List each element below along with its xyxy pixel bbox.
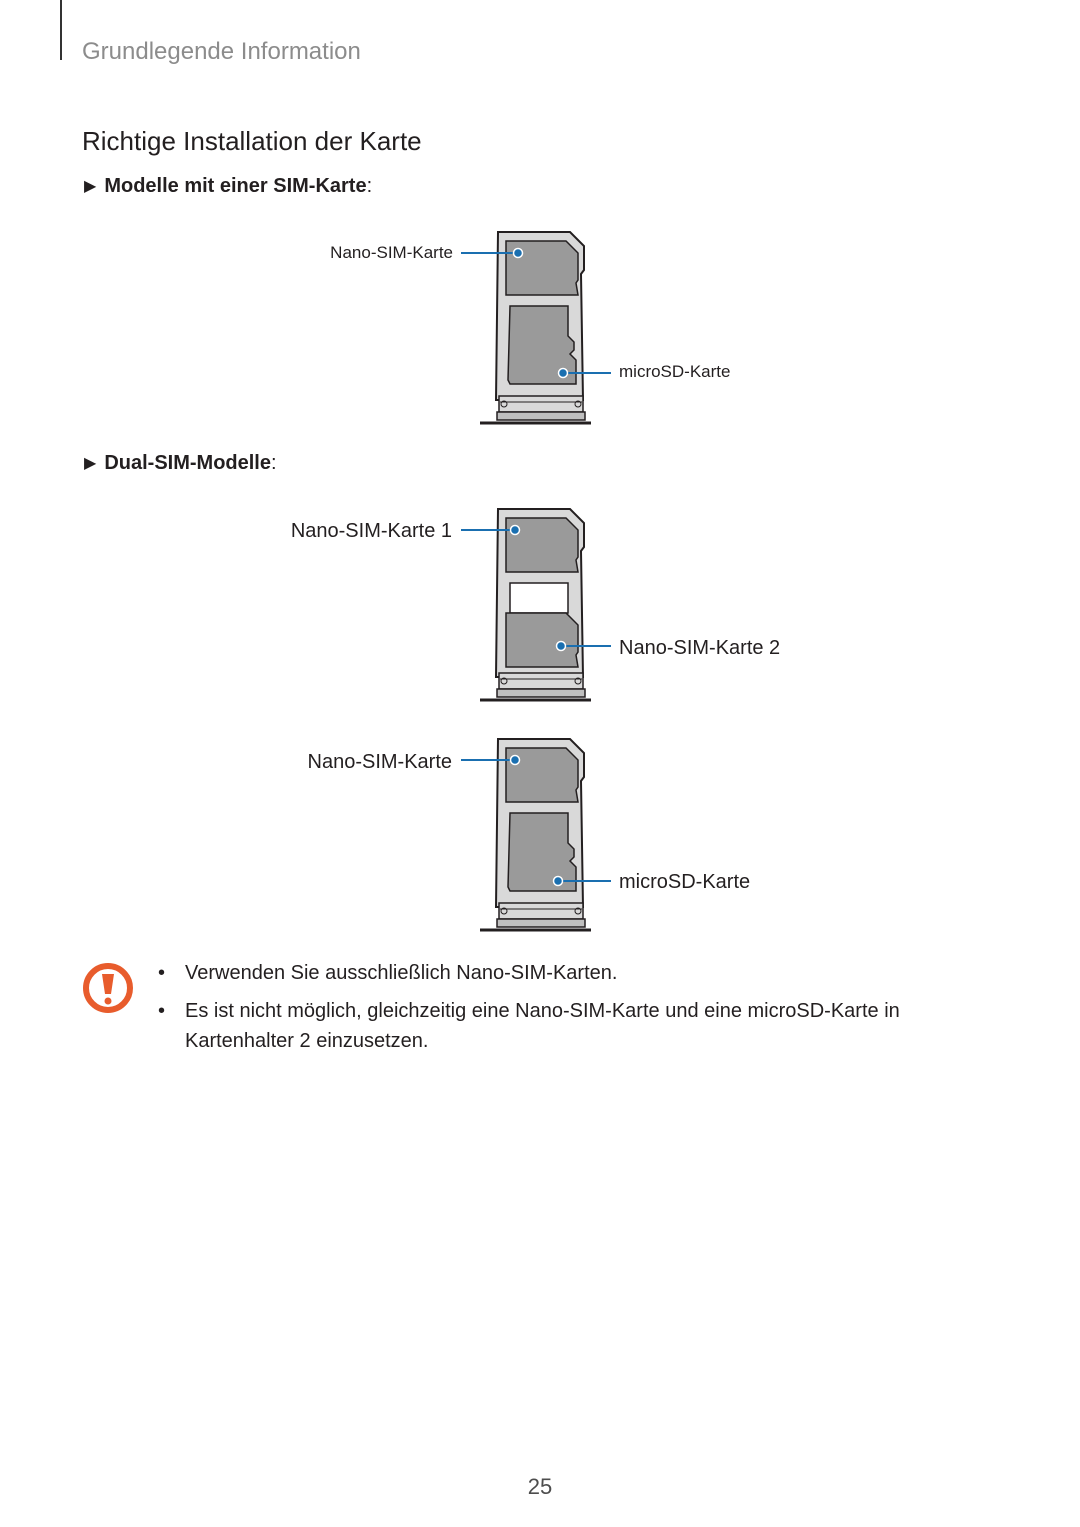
microsd-card <box>507 305 577 385</box>
callout-dot <box>555 640 567 652</box>
section-title: Richtige Installation der Karte <box>82 126 422 156</box>
note-text: Verwenden Sie ausschließlich Nano-SIM-Ka… <box>185 962 618 984</box>
note-item: •Es ist nicht möglich, gleichzeitig eine… <box>158 1000 900 1052</box>
subheading-single-sim-text: Modelle mit einer SIM-Karte <box>104 175 367 197</box>
callout-dot <box>512 247 524 259</box>
label-nano-sim-tray3: Nano-SIM-Karte <box>308 751 453 773</box>
triangle-right-icon: ▶ <box>84 178 97 195</box>
note-item: •Verwenden Sie ausschließlich Nano-SIM-K… <box>158 962 618 984</box>
header-rule <box>60 0 62 60</box>
callout-dot <box>557 367 569 379</box>
label-nano-sim-1: Nano-SIM-Karte 1 <box>291 520 452 542</box>
label-microsd: microSD-Karte <box>619 362 730 381</box>
label-nano-sim: Nano-SIM-Karte <box>330 243 453 262</box>
triangle-right-icon: ▶ <box>84 455 97 472</box>
page-number: 25 <box>527 1474 553 1499</box>
sim-tray-diagrams: Nano-SIM-Karte microSD-Karte Nano-SIM-Ka… <box>291 230 780 932</box>
label-nano-sim-2: Nano-SIM-Karte 2 <box>619 637 780 659</box>
subheading-dual-sim: ▶Dual-SIM-Modelle: <box>84 452 277 474</box>
callout-dot <box>509 524 521 536</box>
chapter-title: Grundlegende Information <box>82 38 361 65</box>
warning-icon <box>83 963 133 1013</box>
tray-dual-sim-microsd <box>461 737 611 932</box>
microsd-card <box>507 812 577 892</box>
notes-list: •Verwenden Sie ausschließlich Nano-SIM-K… <box>158 958 918 1064</box>
callout-dot <box>509 754 521 766</box>
note-text: Es ist nicht möglich, gleichzeitig eine … <box>185 1000 900 1052</box>
nano-sim-card-2 <box>505 612 579 668</box>
subheading-dual-sim-text: Dual-SIM-Modelle <box>104 452 271 474</box>
callout-dot <box>552 875 564 887</box>
tray-dual-sim <box>461 507 611 702</box>
label-microsd-tray3: microSD-Karte <box>619 871 750 893</box>
tray-single-sim <box>461 230 611 425</box>
subheading-single-sim: ▶Modelle mit einer SIM-Karte: <box>84 175 373 197</box>
